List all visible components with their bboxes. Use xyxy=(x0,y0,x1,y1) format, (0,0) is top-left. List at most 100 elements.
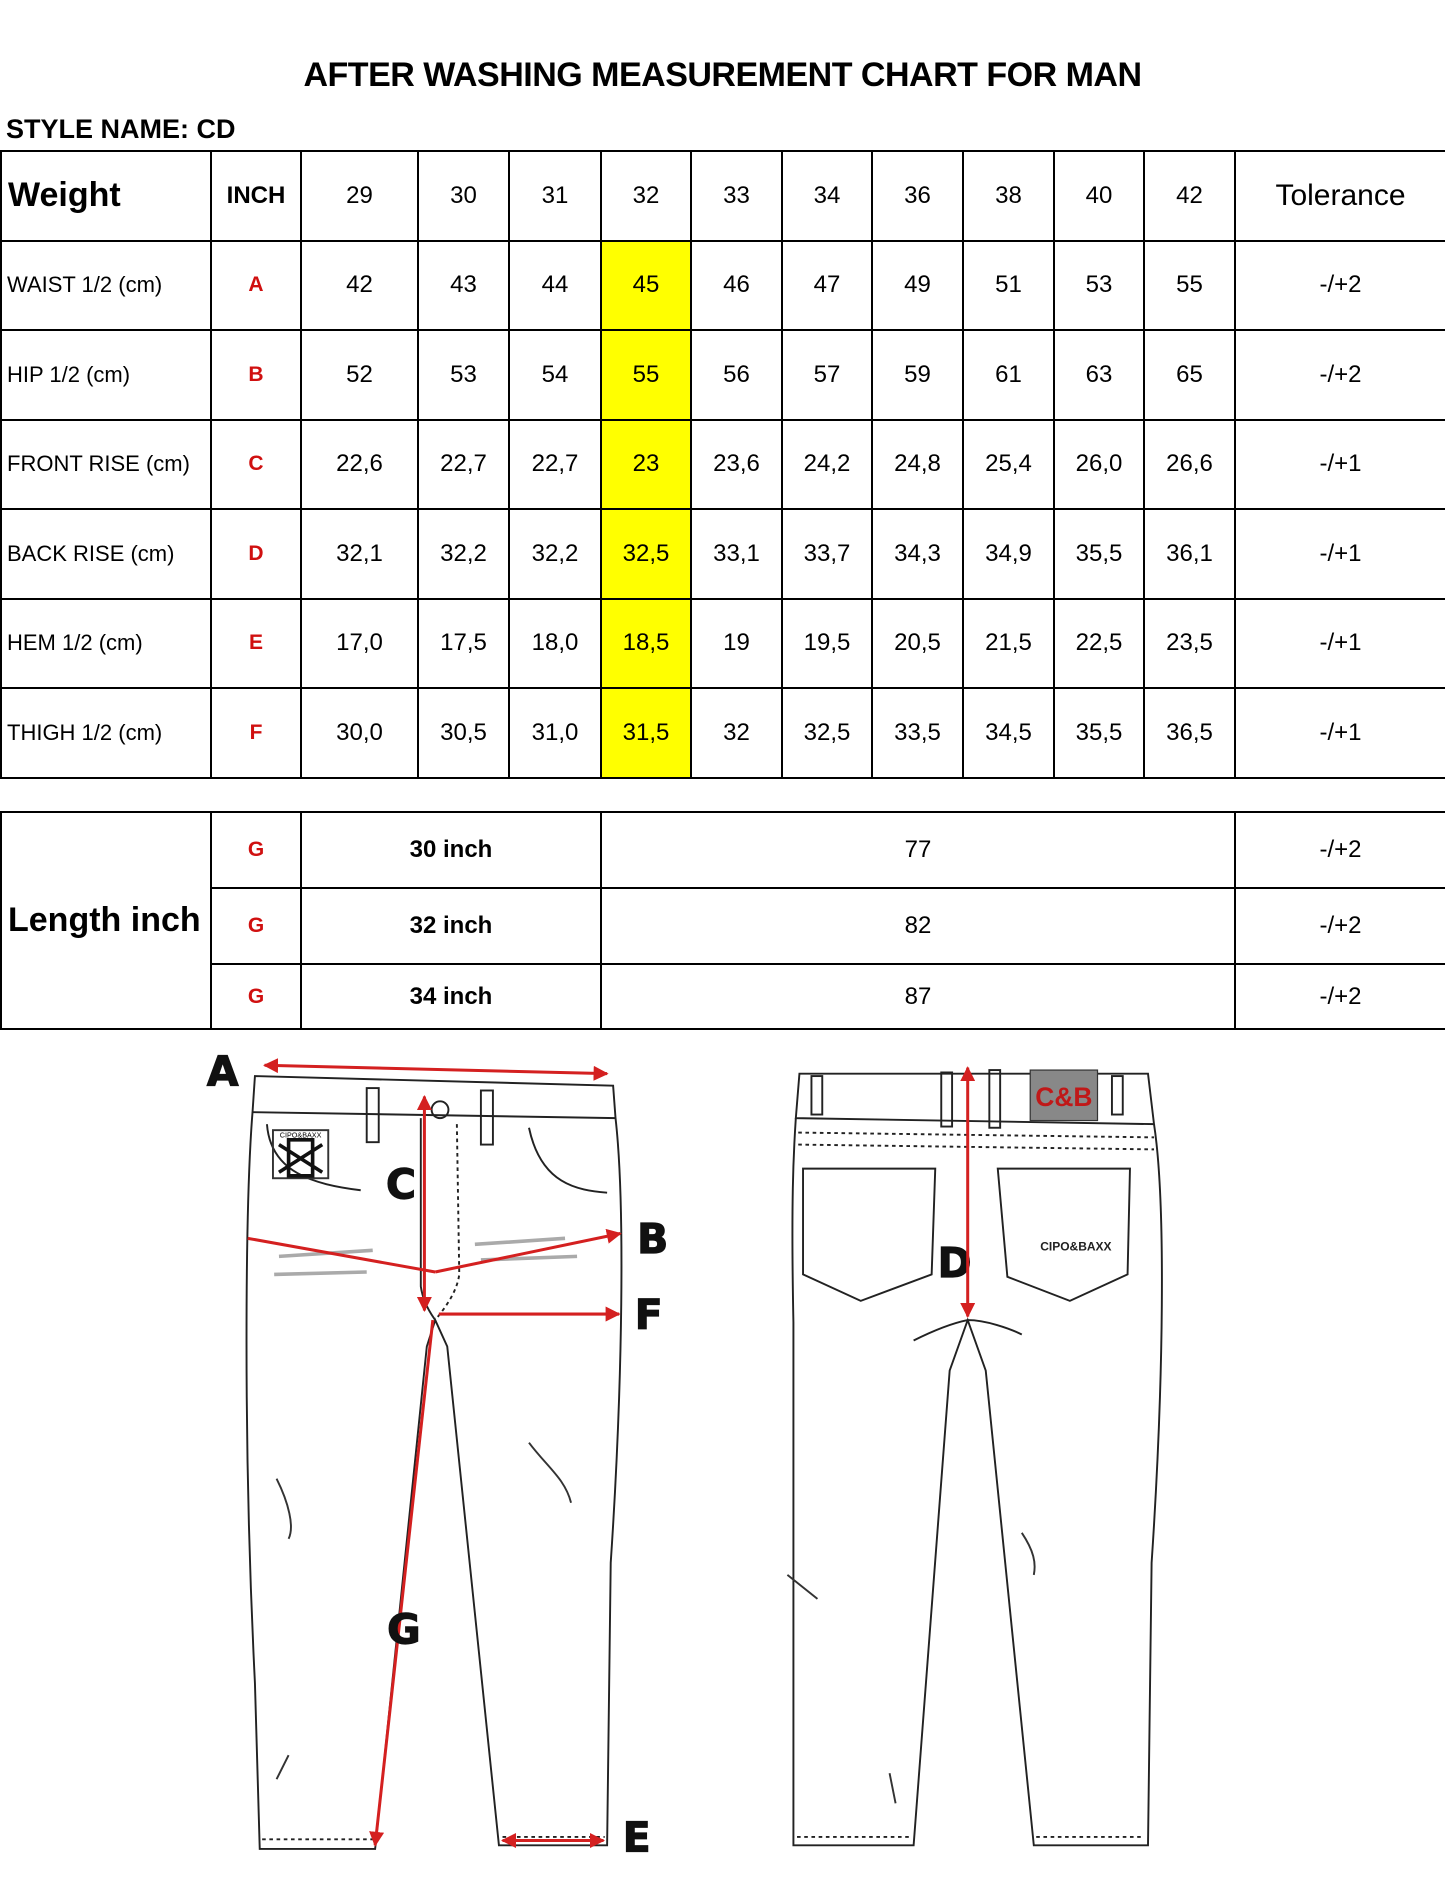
measurement-code: F xyxy=(210,687,302,779)
measurement-value: 36,1 xyxy=(1143,508,1236,600)
pocket-label: CIPO&BAXX xyxy=(1040,1239,1111,1253)
measurement-code: C xyxy=(210,418,302,510)
size-header: 40 xyxy=(1053,150,1145,242)
measurement-tolerance: -/+1 xyxy=(1234,687,1445,779)
unit-header: INCH xyxy=(210,150,302,242)
tolerance-header: Tolerance xyxy=(1234,150,1445,242)
size-header: 36 xyxy=(871,150,964,242)
size-header: 38 xyxy=(962,150,1055,242)
length-tolerance: -/+2 xyxy=(1234,887,1445,965)
measurement-value: 23 xyxy=(600,418,692,510)
measurement-value: 34,3 xyxy=(871,508,964,600)
measurement-tolerance: -/+1 xyxy=(1234,508,1445,600)
page-title: AFTER WASHING MEASUREMENT CHART FOR MAN xyxy=(303,56,1142,94)
measurement-value: 17,5 xyxy=(417,597,510,689)
measurement-value: 32 xyxy=(690,687,783,779)
letter-c: C xyxy=(386,1161,416,1209)
measurement-value: 57 xyxy=(781,329,873,421)
measurement-tolerance: -/+1 xyxy=(1234,597,1445,689)
measurement-value: 30,0 xyxy=(300,687,419,779)
measurement-value: 22,6 xyxy=(300,418,419,510)
measurement-value: 36,5 xyxy=(1143,687,1236,779)
measurement-value: 32,2 xyxy=(417,508,510,600)
measurement-value: 59 xyxy=(871,329,964,421)
measurement-code: B xyxy=(210,329,302,421)
measurement-label: HIP 1/2 (cm) xyxy=(0,329,212,421)
measurement-value: 18,5 xyxy=(600,597,692,689)
measurement-value: 24,8 xyxy=(871,418,964,510)
measurement-value: 19 xyxy=(690,597,783,689)
measurement-value: 32,5 xyxy=(600,508,692,600)
measurement-value: 20,5 xyxy=(871,597,964,689)
measurement-value: 33,5 xyxy=(871,687,964,779)
front-pants-drawing xyxy=(245,1075,623,1850)
measurement-value: 55 xyxy=(1143,239,1236,331)
weight-header: Weight xyxy=(0,150,212,242)
measurement-value: 31,0 xyxy=(508,687,602,779)
measurement-tolerance: -/+2 xyxy=(1234,329,1445,421)
measurement-value: 25,4 xyxy=(962,418,1055,510)
size-header: 34 xyxy=(781,150,873,242)
size-header: 42 xyxy=(1143,150,1236,242)
length-row: Length inch G 30 inch 77 -/+2 xyxy=(0,811,1445,1030)
front-patch-text: CIPO&BAXX xyxy=(280,1130,322,1139)
measurement-value: 22,7 xyxy=(417,418,510,510)
brand-tag: C&B xyxy=(1029,1069,1099,1122)
measurement-value: 23,6 xyxy=(690,418,783,510)
measurement-value: 54 xyxy=(508,329,602,421)
measurement-code: D xyxy=(210,508,302,600)
measurement-value: 33,7 xyxy=(781,508,873,600)
size-header: 29 xyxy=(300,150,419,242)
length-row: G 34 inch 87 -/+2 xyxy=(1,963,1445,1030)
pants-diagram: CIPO&BAXX A B C D E F G xyxy=(206,1047,1163,1862)
measurement-value: 35,5 xyxy=(1053,508,1145,600)
measurement-value: 61 xyxy=(962,329,1055,421)
measurement-value: 21,5 xyxy=(962,597,1055,689)
measurement-label: WAIST 1/2 (cm) xyxy=(0,239,212,331)
measurement-value: 53 xyxy=(417,329,510,421)
measurement-label: THIGH 1/2 (cm) xyxy=(0,687,212,779)
measurement-tolerance: -/+2 xyxy=(1234,239,1445,331)
length-value: 77 xyxy=(600,811,1236,889)
measurement-value: 55 xyxy=(600,329,692,421)
measurement-value: 52 xyxy=(300,329,419,421)
length-size: 30 inch xyxy=(300,811,602,889)
measurement-value: 65 xyxy=(1143,329,1236,421)
measurement-value: 23,5 xyxy=(1143,597,1236,689)
measurement-value: 30,5 xyxy=(417,687,510,779)
measurement-value: 19,5 xyxy=(781,597,873,689)
letter-e: E xyxy=(623,1813,651,1861)
size-header: 33 xyxy=(690,150,783,242)
measurement-value: 47 xyxy=(781,239,873,331)
measurement-value: 32,1 xyxy=(300,508,419,600)
front-patch-logo: CIPO&BAXX xyxy=(277,1130,324,1178)
length-table: Length inch G 30 inch 77 -/+2 G 32 inch … xyxy=(0,811,1445,1030)
measurement-label: BACK RISE (cm) xyxy=(0,508,212,600)
length-code: G xyxy=(210,887,302,965)
measurement-value: 22,7 xyxy=(508,418,602,510)
letter-g: G xyxy=(387,1605,421,1653)
length-tolerance: -/+2 xyxy=(1234,811,1445,889)
measurement-letters: A B C D E F G xyxy=(206,1047,972,1862)
measurement-value: 17,0 xyxy=(300,597,419,689)
length-tolerance: -/+2 xyxy=(1234,963,1445,1030)
style-name: STYLE NAME: CD xyxy=(6,114,236,144)
size-header: 31 xyxy=(508,150,602,242)
length-size: 32 inch xyxy=(300,887,602,965)
measurement-value: 34,5 xyxy=(962,687,1055,779)
measurement-value: 56 xyxy=(690,329,783,421)
length-value: 82 xyxy=(600,887,1236,965)
measurement-value: 24,2 xyxy=(781,418,873,510)
measurement-value: 34,9 xyxy=(962,508,1055,600)
measurement-label: FRONT RISE (cm) xyxy=(0,418,212,510)
length-label: Length inch xyxy=(0,811,212,1030)
front-measurement-lines xyxy=(247,1058,622,1849)
letter-f: F xyxy=(635,1290,663,1338)
measurement-value: 42 xyxy=(300,239,419,331)
